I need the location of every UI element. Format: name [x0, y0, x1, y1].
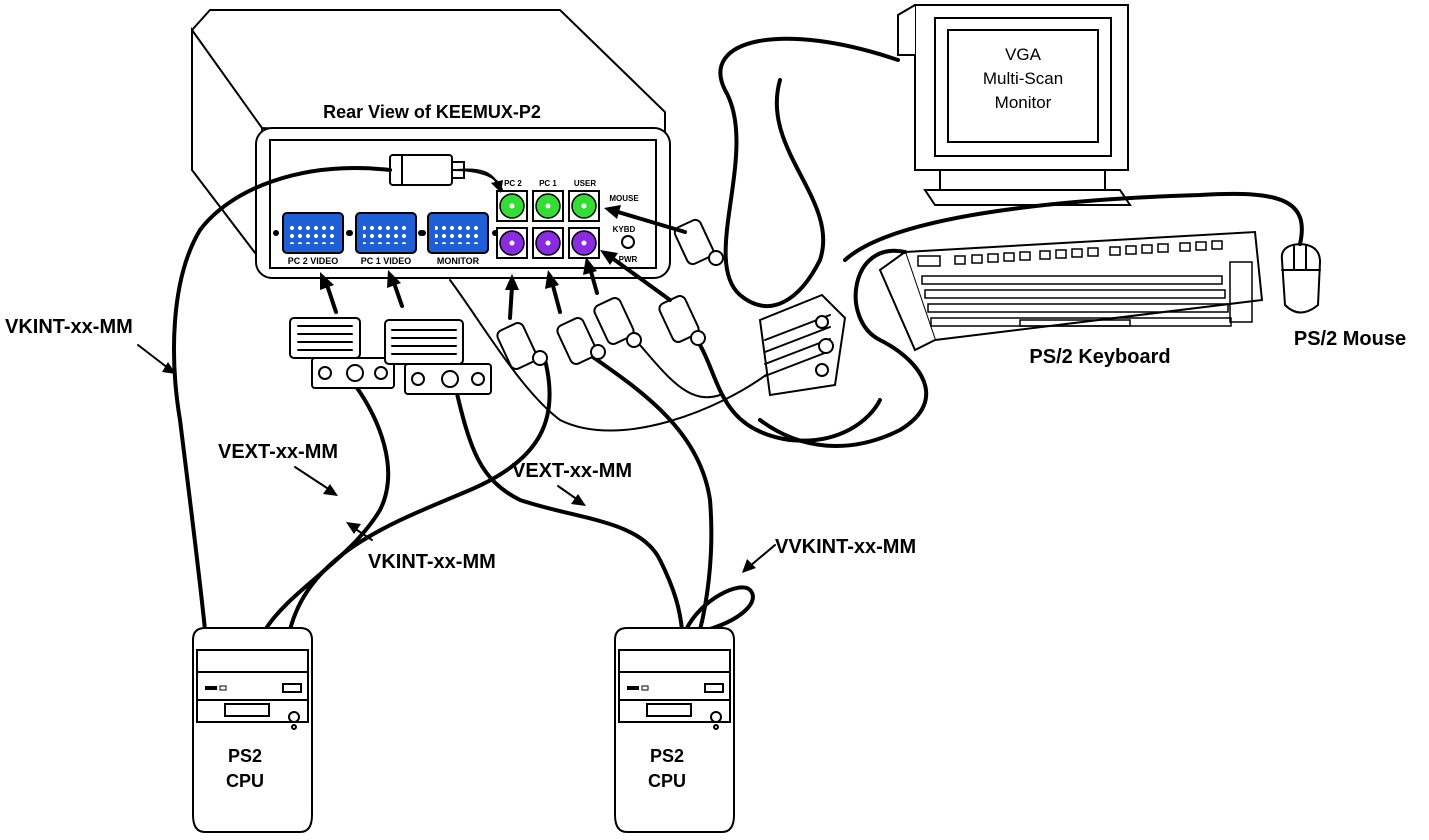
connection-arrows [320, 168, 687, 320]
monitor-line-1: VGA [1005, 45, 1042, 64]
vga-port-pc1[interactable] [346, 212, 426, 254]
monitor-line-3: Monitor [995, 93, 1052, 112]
pc2-video-label: PC 2 VIDEO [288, 256, 339, 266]
vga-port-pc2[interactable] [273, 212, 353, 254]
vga-monitor: VGA Multi-Scan Monitor [897, 4, 1132, 206]
cables [172, 36, 1304, 634]
kybd-port-user[interactable] [568, 227, 600, 259]
vga-connector-pc1 [384, 319, 492, 395]
ps2-plug-2 [556, 317, 606, 365]
ps2-plug-3 [593, 297, 642, 348]
kybd-port-pc2[interactable] [496, 227, 528, 259]
video-adapter-block [758, 293, 847, 397]
monitor-port-label: MONITOR [437, 256, 480, 266]
mouse-port-pc2[interactable] [496, 190, 528, 222]
pwr-label: PWR [619, 255, 638, 264]
ps2-plug-4 [658, 295, 706, 346]
cpu-left-line-1: PS2 [228, 746, 262, 766]
label-pointers [137, 344, 776, 573]
cable-label-vext-right: VEXT-xx-MM [512, 460, 632, 482]
mouse-label: PS/2 Mouse [1294, 328, 1406, 350]
vga-connector-pc2 [289, 317, 395, 389]
user-port-label: USER [574, 179, 596, 188]
ps2-plug-1 [496, 322, 548, 370]
kvm-title: Rear View of KEEMUX-P2 [323, 102, 541, 122]
cable-label-vvkint: VVKINT-xx-MM [775, 536, 916, 558]
mouse-port-user[interactable] [568, 190, 600, 222]
cable-label-vext-left: VEXT-xx-MM [218, 441, 338, 463]
pc1-port-label: PC 1 [539, 179, 557, 188]
ps2-mouse: PS/2 Mouse [1280, 242, 1406, 350]
mouse-port-label: MOUSE [609, 194, 639, 203]
cpu-left-line-2: CPU [226, 771, 264, 791]
cpu-left: PS2 CPU [192, 627, 313, 833]
monitor-line-2: Multi-Scan [983, 69, 1063, 88]
vga-port-monitor[interactable] [418, 212, 498, 254]
mouse-port-pc1[interactable] [532, 190, 564, 222]
cpu-right: PS2 CPU [614, 627, 735, 833]
keyboard-keys [917, 240, 1253, 327]
cpu-right-line-2: CPU [648, 771, 686, 791]
keyboard-label: PS/2 Keyboard [1029, 346, 1170, 368]
cpu-right-line-1: PS2 [650, 746, 684, 766]
cable-label-vkint-left: VKINT-xx-MM [5, 316, 133, 338]
cable-label-vkint-mid: VKINT-xx-MM [368, 551, 496, 573]
kvm-switch: Rear View of KEEMUX-P2 PC 2 VIDEO PC 1 V… [191, 9, 671, 279]
pc2-port-label: PC 2 [504, 179, 522, 188]
kybd-port-label: KYBD [613, 225, 636, 234]
power-jack[interactable] [621, 235, 635, 249]
ps2-plug-mouse [673, 218, 724, 266]
pc1-video-label: PC 1 VIDEO [361, 256, 412, 266]
kybd-port-pc1[interactable] [532, 227, 564, 259]
ps2-keyboard: PS/2 Keyboard [878, 230, 1264, 368]
